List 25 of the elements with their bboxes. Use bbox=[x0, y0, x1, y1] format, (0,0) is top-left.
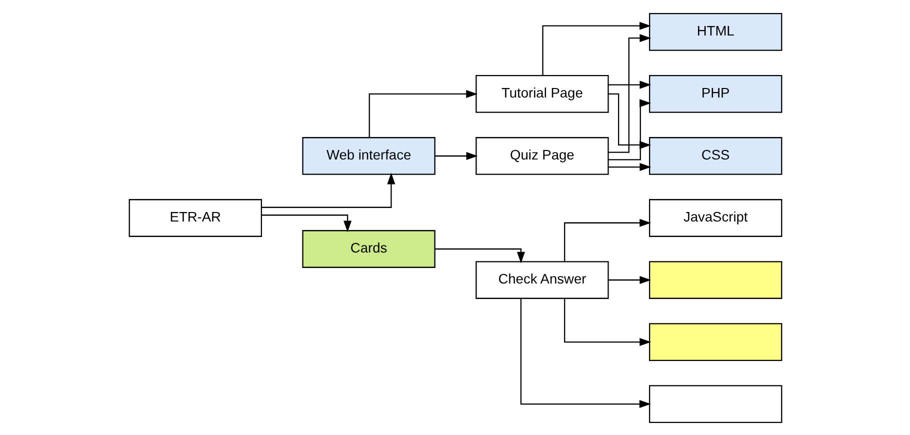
node-box bbox=[648, 260, 782, 298]
arrow bbox=[608, 275, 651, 284]
arrow bbox=[368, 89, 478, 137]
arrow bbox=[542, 21, 651, 75]
arrow bbox=[520, 298, 650, 408]
node-box: ETR-AR bbox=[128, 198, 262, 236]
arrow bbox=[434, 248, 524, 263]
arrow bbox=[564, 298, 651, 346]
node-box: HTML bbox=[648, 12, 782, 50]
node-box: JavaScript bbox=[648, 198, 782, 236]
node-box: Web interface bbox=[302, 136, 435, 174]
arrow bbox=[608, 162, 651, 171]
node-box: Tutorial Page bbox=[475, 74, 608, 112]
node-box: Quiz Page bbox=[475, 136, 608, 174]
node-box: Cards bbox=[302, 230, 435, 268]
node-box: Check Answer bbox=[475, 260, 608, 298]
node-box bbox=[648, 322, 782, 360]
node-box bbox=[648, 384, 782, 422]
node-box: CSS bbox=[648, 136, 782, 174]
arrow bbox=[261, 214, 352, 232]
arrow bbox=[434, 151, 478, 160]
arrow bbox=[608, 80, 651, 88]
arrow bbox=[261, 172, 395, 208]
arrow bbox=[564, 218, 651, 262]
node-box: PHP bbox=[648, 74, 782, 112]
